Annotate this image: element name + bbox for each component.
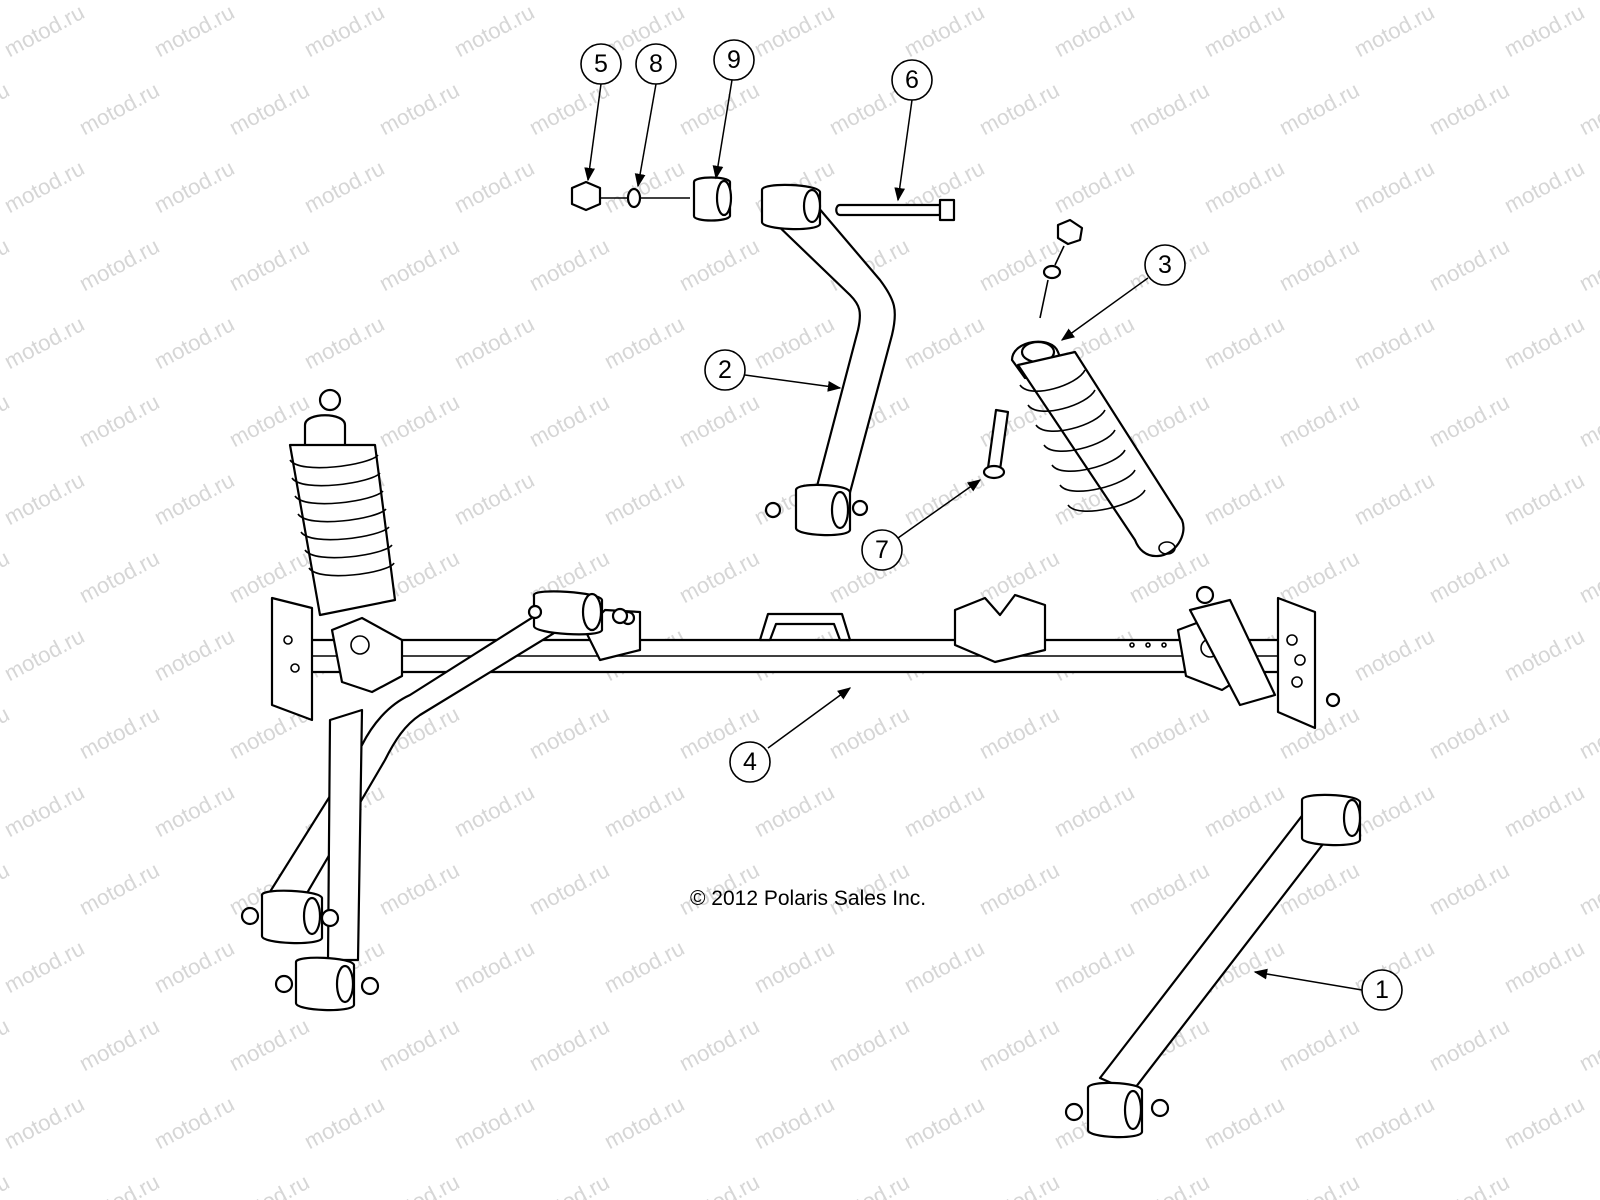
callouts: 1 2 3 4 5 6 7 [580, 39, 1403, 1011]
part-7-bolt [986, 408, 1010, 472]
copyright-text: © 2012 Polaris Sales Inc. [690, 887, 927, 910]
callout-2-circle [704, 349, 746, 391]
left-upper-link [266, 590, 629, 907]
right-frame-shock [1188, 585, 1277, 707]
callout-1-circle [1361, 969, 1403, 1011]
callout-4-label: 4 [743, 748, 757, 776]
callout-7-circle [861, 529, 903, 571]
callout-6-label: 6 [905, 66, 919, 94]
left-lower-link [240, 708, 380, 1012]
part-3-shock [1010, 340, 1185, 558]
part-8-washer [626, 187, 642, 209]
callout-3-label: 3 [1158, 251, 1172, 279]
callout-2-label: 2 [718, 356, 732, 384]
callout-4-circle [729, 741, 771, 783]
callout-9-circle [713, 39, 755, 81]
part-6-bolt [835, 203, 942, 217]
callout-3-circle [1144, 244, 1186, 286]
callout-9-label: 9 [727, 46, 741, 74]
part-2-upper-link [760, 183, 896, 537]
left-shock [288, 388, 397, 617]
loose-hardware [570, 176, 1084, 480]
part-1-lower-link [1064, 793, 1362, 1139]
callout-1-label: 1 [1375, 976, 1389, 1004]
callout-5-circle [580, 43, 622, 85]
callout-5-label: 5 [594, 50, 608, 78]
callout-8-circle [635, 43, 677, 85]
callout-6-circle [891, 59, 933, 101]
callout-8-label: 8 [649, 50, 663, 78]
callout-7-label: 7 [875, 536, 889, 564]
part-5-nut [570, 180, 602, 212]
